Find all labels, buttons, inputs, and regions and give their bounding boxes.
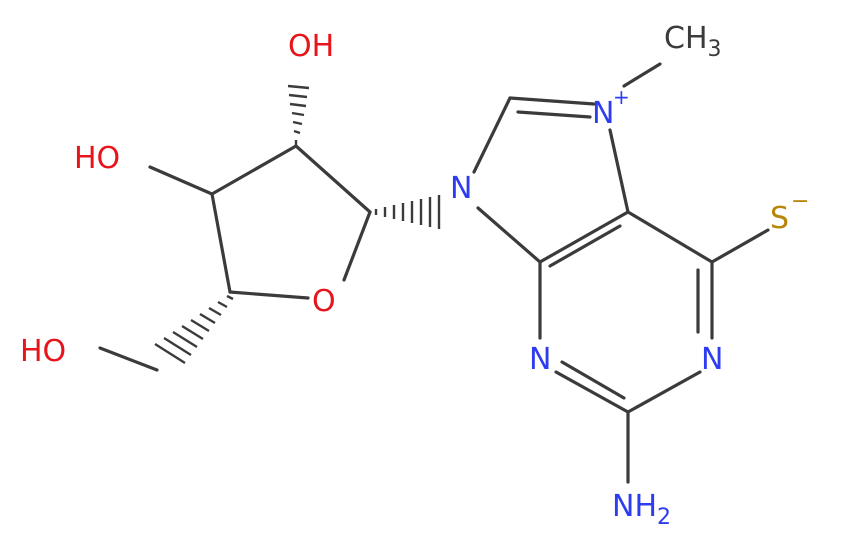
bond-n1-c2 (626, 370, 702, 414)
bond-c2-n3-inner (560, 360, 626, 400)
atom-s: S (770, 201, 789, 236)
atom-nh2-sub: 2 (657, 505, 671, 530)
bond-c1-ringo (342, 210, 372, 282)
atom-ho-bottom: HO (20, 334, 66, 369)
bond-n9-c8 (472, 96, 512, 174)
bond-c3-oh (148, 165, 214, 196)
atom-n3: N (529, 342, 551, 377)
hashed-wedge-c4-c5 (154, 294, 234, 365)
bond-c5-c4-inner (548, 224, 622, 268)
atom-n7: N (592, 96, 614, 131)
atom-oh-top: OH (288, 29, 334, 64)
bond-ringo-c4 (228, 290, 310, 300)
bond-n7-c5 (608, 128, 630, 214)
bond-c5-c6 (626, 210, 714, 264)
bond-c2-n3 (554, 370, 630, 414)
atom-s-charge: − (791, 189, 809, 214)
atom-n9: N (450, 171, 472, 206)
bond-c2-c1 (294, 144, 372, 214)
atom-ho-left: HO (74, 141, 120, 176)
bond-c5-oh (98, 346, 159, 372)
hashed-wedge-c2-oh (287, 84, 310, 146)
atom-ch3: CH3 (664, 21, 722, 62)
bond-c5-c4 (538, 210, 630, 264)
atom-nh2: NH2 (612, 489, 671, 530)
bond-c4-c3 (210, 192, 232, 294)
atom-nh2-main: NH (612, 489, 657, 524)
atom-ring-o: O (312, 284, 336, 319)
atom-ch3-main: CH (664, 21, 708, 56)
atom-n7-charge: + (613, 85, 630, 109)
bond-c3-c2 (210, 144, 298, 196)
atom-n1: N (701, 342, 723, 377)
atom-ch3-sub: 3 (708, 37, 722, 62)
bond-n7-ch3 (622, 62, 662, 88)
bond-c8-n7 (508, 96, 596, 106)
hashed-wedge-c1-n9 (374, 195, 441, 229)
bond-c4-n9 (476, 206, 542, 264)
bond-c8-n7-inner (516, 110, 592, 119)
bond-c6-s (710, 228, 770, 264)
